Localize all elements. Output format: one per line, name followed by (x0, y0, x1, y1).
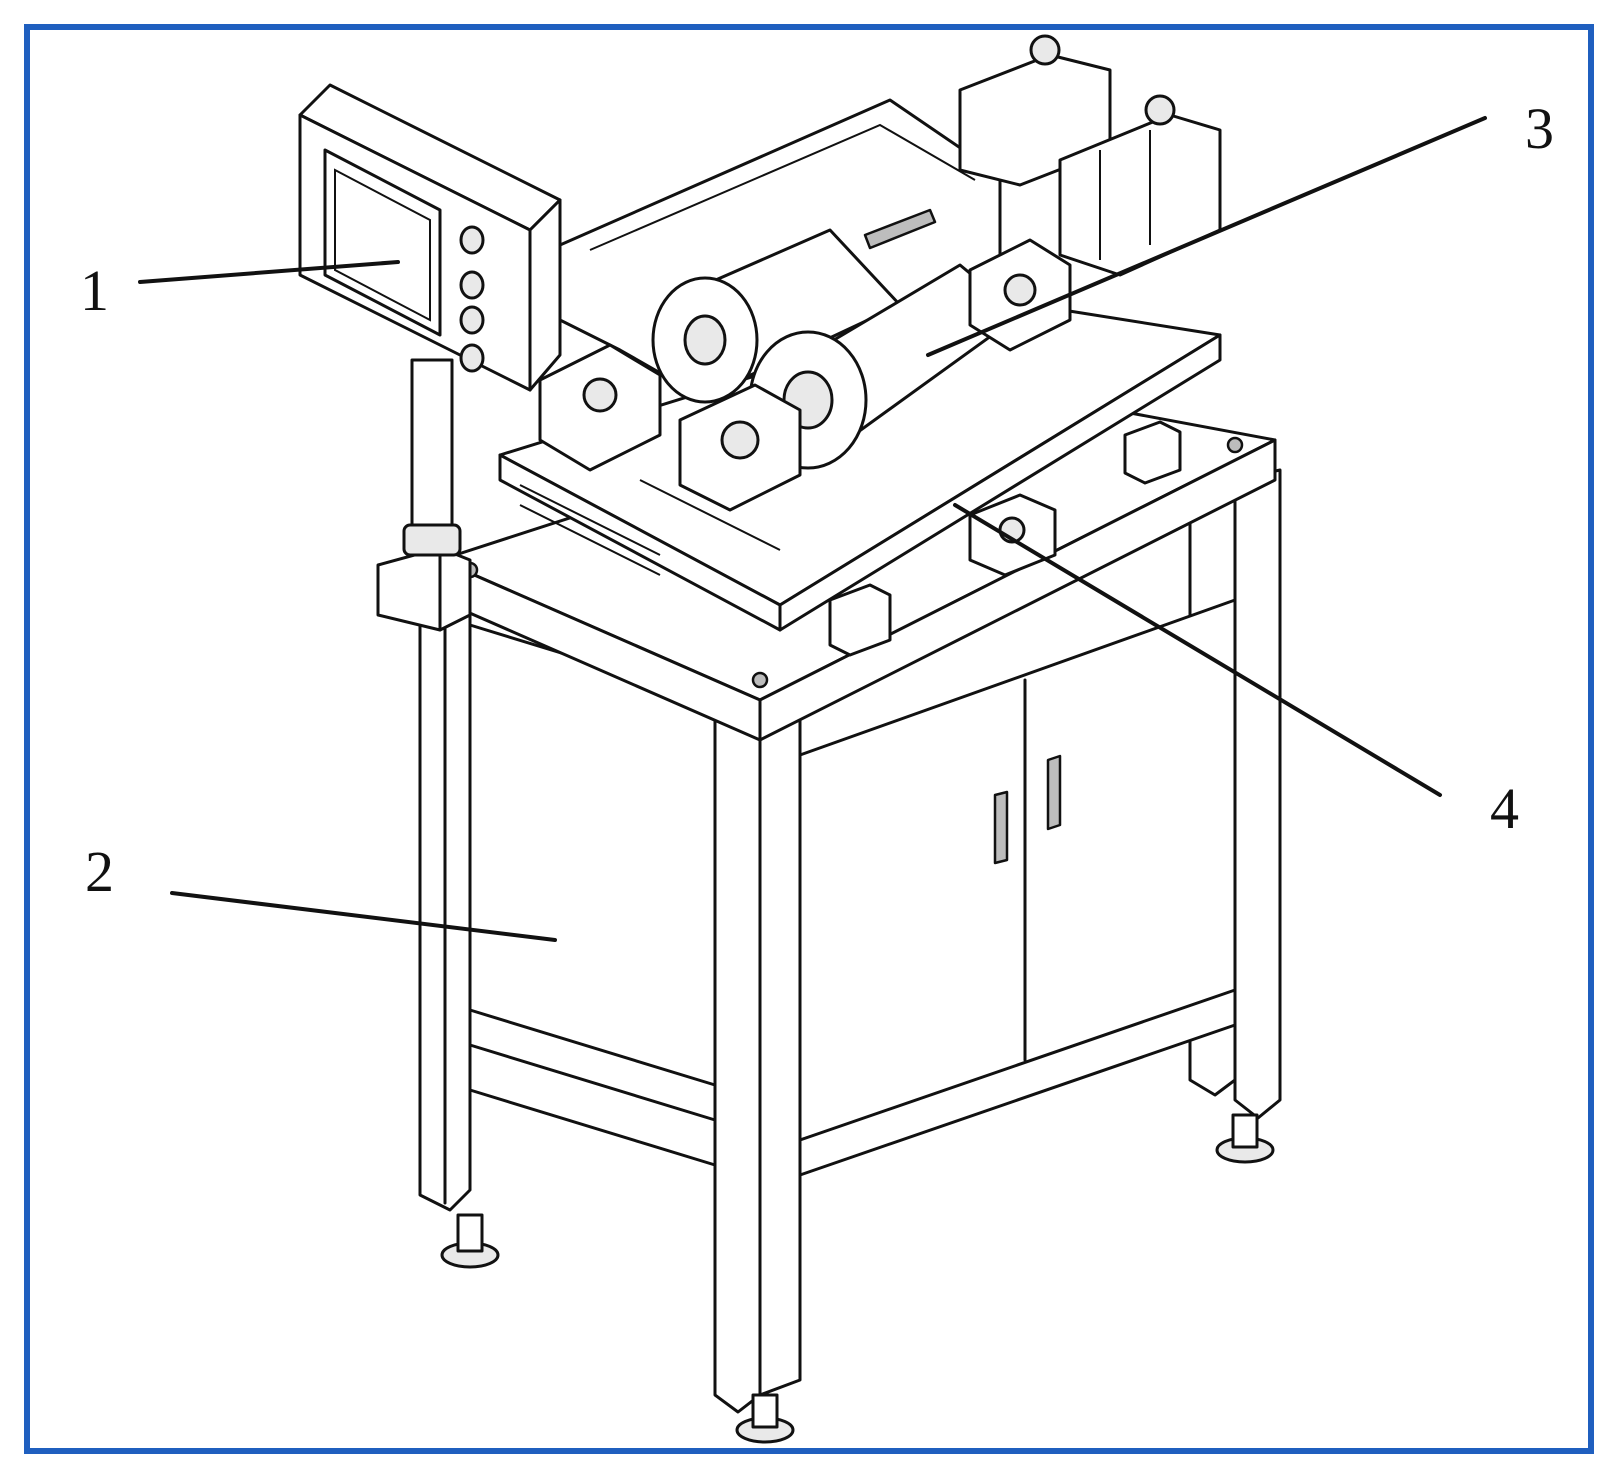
door-handle-left (993, 790, 1009, 865)
button-icon (459, 270, 485, 300)
button-icon (459, 305, 485, 335)
mechanism (498, 34, 1222, 657)
leader-line-2 (170, 891, 557, 942)
leader-line-4 (953, 503, 1442, 797)
leader-line-1 (138, 260, 400, 284)
door-handle-right (1046, 754, 1062, 831)
leader-line-3 (926, 116, 1487, 357)
callout-3: 3 (1525, 96, 1554, 161)
cabinet (418, 383, 1282, 1444)
callout-1: 1 (80, 258, 109, 323)
control-box (298, 83, 562, 632)
button-icon (459, 343, 485, 373)
button-icon (459, 225, 485, 255)
callout-2: 2 (85, 839, 114, 904)
callout-4: 4 (1490, 776, 1519, 841)
